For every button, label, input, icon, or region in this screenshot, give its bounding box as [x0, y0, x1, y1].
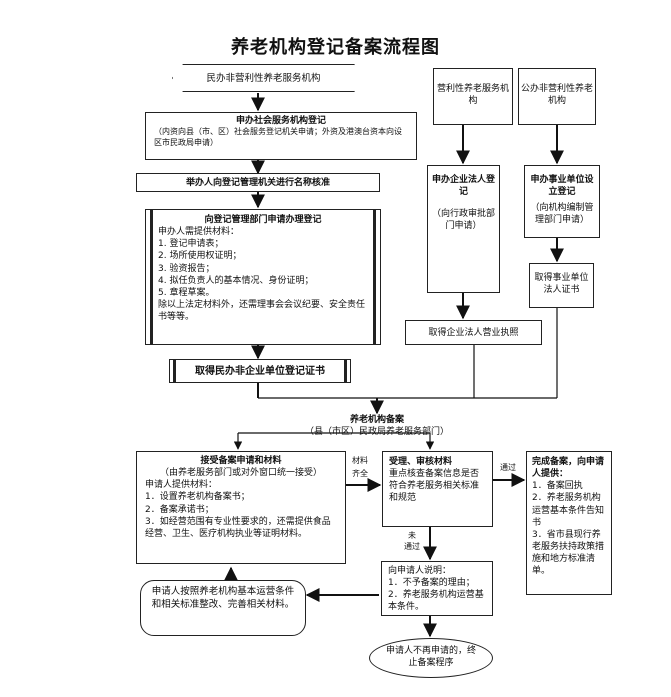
- notify-title: 向申请人说明：: [388, 566, 452, 576]
- enterprise-title: 申办企业法人登记: [432, 175, 496, 198]
- end-terminal: 申请人不再申请的，终止备案程序: [369, 638, 493, 678]
- label-materials-line2: 齐全: [352, 468, 368, 478]
- social-note: （内资向县（市、区）社会服务登记机关申请；外资及港澳台资本向设区市民政局申请）: [154, 127, 402, 147]
- label-failed-line2: 通过: [404, 542, 420, 552]
- social-registration-box: 申办社会服务机构登记 （内资向县（市、区）社会服务登记机关申请；外资及港澳台资本…: [145, 112, 417, 160]
- label-passed-text: 通过: [500, 463, 516, 472]
- label-passed: 通过: [500, 462, 516, 473]
- list-item: 1. 登记申请表；: [158, 239, 224, 250]
- left-header-text: 民办非营利性养老服务机构: [206, 73, 321, 84]
- list-item: 3．省市县现行养老服务扶持政策措施和地方标准清单。: [532, 529, 605, 577]
- left-header: 民办非营利性养老服务机构: [172, 64, 355, 92]
- accept-intro: 申请人提供材料：: [145, 480, 218, 491]
- list-item: 2．养老服务机构运营基本条件告知书: [532, 493, 605, 528]
- label-materials: 材料 齐全: [352, 455, 368, 481]
- list-item: 4. 拟任负责人的基本情况、身份证明；: [158, 275, 314, 286]
- civil-cert-text: 取得民办非企业单位登记证书: [195, 366, 325, 377]
- filing-title: 养老机构备案: [349, 415, 404, 425]
- apply-title: 向登记管理部门申请办理登记: [204, 215, 322, 225]
- page-title: 养老机构登记备案流程图: [231, 37, 440, 58]
- list-item: 2．养老服务机构运营基本条件。: [388, 590, 484, 613]
- name-check-text: 举办人向登记管理机关进行名称核准: [185, 178, 330, 188]
- social-title: 申办社会服务机构登记: [235, 116, 326, 126]
- apply-left-bar: [150, 210, 153, 344]
- mid-header-text: 营利性养老服务机构: [436, 84, 509, 107]
- review-title: 受理、审核材料: [389, 457, 453, 467]
- list-item: 2．备案承诺书；: [145, 504, 214, 515]
- accept-box: 接受备案申请和材料 （由养老服务部门或对外窗口统一接受） 申请人提供材料： 1．…: [136, 451, 346, 564]
- complete-box: 完成备案，向申请人提供： 1．备案回执 2．养老服务机构运营基本条件告知书 3．…: [526, 451, 612, 595]
- enterprise-box: 申办企业法人登记 （向行政审批部门申请）: [427, 165, 500, 293]
- license-box: 取得企业法人营业执照: [405, 320, 542, 345]
- label-failed-line1: 未: [408, 531, 416, 540]
- public-note: （向机构编制管理部门申请）: [530, 203, 594, 226]
- name-check-box: 举办人向登记管理机关进行名称核准: [136, 173, 380, 192]
- notify-list: 1．不予备案的理由； 2．养老服务机构运营基本条件。: [388, 577, 486, 613]
- apply-intro: 申办人需提供材料：: [158, 227, 240, 238]
- review-box: 受理、审核材料 重点核查备案信息是否符合养老服务相关标准和规范: [382, 451, 493, 527]
- label-materials-line1: 材料: [352, 456, 368, 465]
- complete-title: 完成备案，向申请人提供：: [532, 457, 605, 480]
- enterprise-note: （向行政审批部门申请）: [432, 209, 496, 232]
- rectify-text: 申请人按照养老机构基本运营条件和相关标准整改、完善相关材料。: [151, 586, 295, 610]
- filing-heading: 养老机构备案 （县（市区）民政局养老服务部门）: [250, 414, 504, 438]
- right-header: 公办非营利性养老机构: [518, 68, 596, 125]
- accept-note: （由养老服务部门或对外窗口统一接受）: [159, 468, 322, 479]
- list-item: 3．如经营范围有专业性要求的，还需提供食品经营、卫生、医疗机构执业等证明材料。: [145, 516, 331, 539]
- license-text: 取得企业法人营业执照: [428, 328, 519, 338]
- cert-left-bar: [173, 360, 176, 382]
- review-body: 重点核查备案信息是否符合养老服务相关标准和规范: [389, 469, 480, 504]
- accept-title: 接受备案申请和材料: [200, 456, 282, 466]
- public-cert-box: 取得事业单位法人证书: [529, 263, 594, 308]
- civil-cert-box: 取得民办非企业单位登记证书: [169, 359, 351, 383]
- list-item: 1．备案回执: [532, 481, 583, 492]
- mid-header: 营利性养老服务机构: [433, 68, 513, 125]
- list-item: 2. 场所使用权证明；: [158, 251, 242, 262]
- apply-note: 除以上法定材料外，还需理事会会议纪要、安全责任书等等。: [158, 299, 366, 323]
- end-text: 申请人不再申请的，终止备案程序: [386, 646, 477, 669]
- public-title: 申办事业单位设立登记: [530, 175, 594, 198]
- right-header-text: 公办非营利性养老机构: [520, 84, 593, 107]
- apply-right-bar: [373, 210, 376, 344]
- accept-list: 1．设置养老机构备案书； 2．备案承诺书； 3．如经营范围有专业性要求的，还需提…: [145, 491, 337, 540]
- public-unit-box: 申办事业单位设立登记 （向机构编制管理部门申请）: [524, 165, 600, 238]
- filing-subtitle: （县（市区）民政局养老服务部门）: [304, 427, 449, 438]
- apply-box: 向登记管理部门申请办理登记 申办人需提供材料： 1. 登记申请表； 2. 场所使…: [145, 209, 381, 345]
- complete-list: 1．备案回执 2．养老服务机构运营基本条件告知书 3．省市县现行养老服务扶持政策…: [532, 480, 606, 577]
- list-item: 1．设置养老机构备案书；: [145, 492, 250, 503]
- list-item: 5. 章程草案。: [158, 287, 215, 298]
- public-cert-text: 取得事业单位法人证书: [534, 273, 589, 296]
- label-failed: 未 通过: [404, 530, 420, 552]
- apply-list: 1. 登记申请表； 2. 场所使用权证明； 3. 验资报告； 4. 拟任负责人的…: [158, 238, 368, 299]
- notify-box: 向申请人说明： 1．不予备案的理由； 2．养老服务机构运营基本条件。: [381, 561, 493, 616]
- list-item: 1．不予备案的理由；: [388, 578, 475, 589]
- rectify-box: 申请人按照养老机构基本运营条件和相关标准整改、完善相关材料。: [140, 580, 306, 636]
- list-item: 3. 验资报告；: [158, 263, 215, 274]
- cert-right-bar: [344, 360, 347, 382]
